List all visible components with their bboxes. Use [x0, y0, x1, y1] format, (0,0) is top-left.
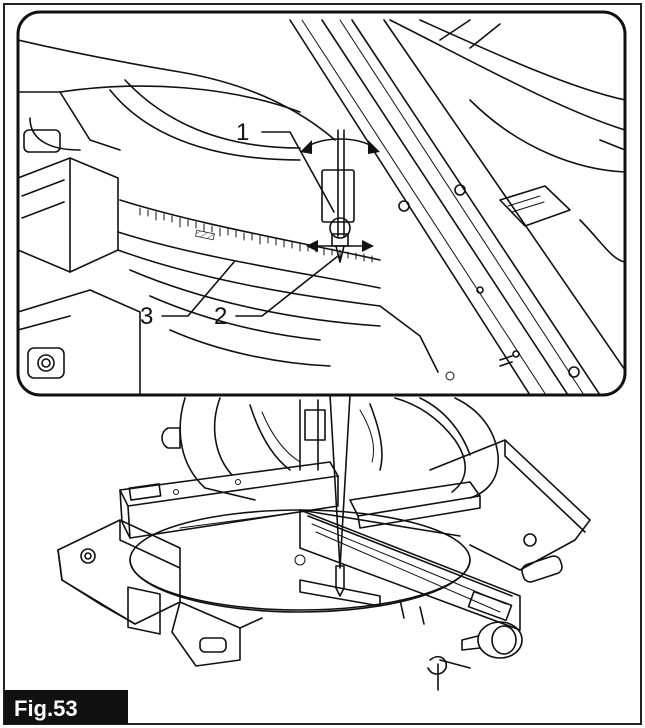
adjust-arrow-icon — [306, 240, 374, 252]
callout-3-label: 3 — [140, 303, 153, 330]
detail-connector — [329, 394, 351, 569]
callout-2-label: 2 — [214, 303, 227, 330]
miter-saw-drawing — [57, 397, 591, 691]
figure-caption: Fig.53 — [14, 696, 78, 721]
callout-1-label: 1 — [236, 119, 249, 146]
callout-1-leader — [261, 131, 335, 213]
callout-2-leader — [235, 255, 339, 317]
detail-inset — [16, 10, 627, 397]
miter-scale-ticks — [139, 207, 373, 263]
callout-3-leader — [161, 261, 235, 317]
figure-caption-tab — [4, 690, 128, 724]
